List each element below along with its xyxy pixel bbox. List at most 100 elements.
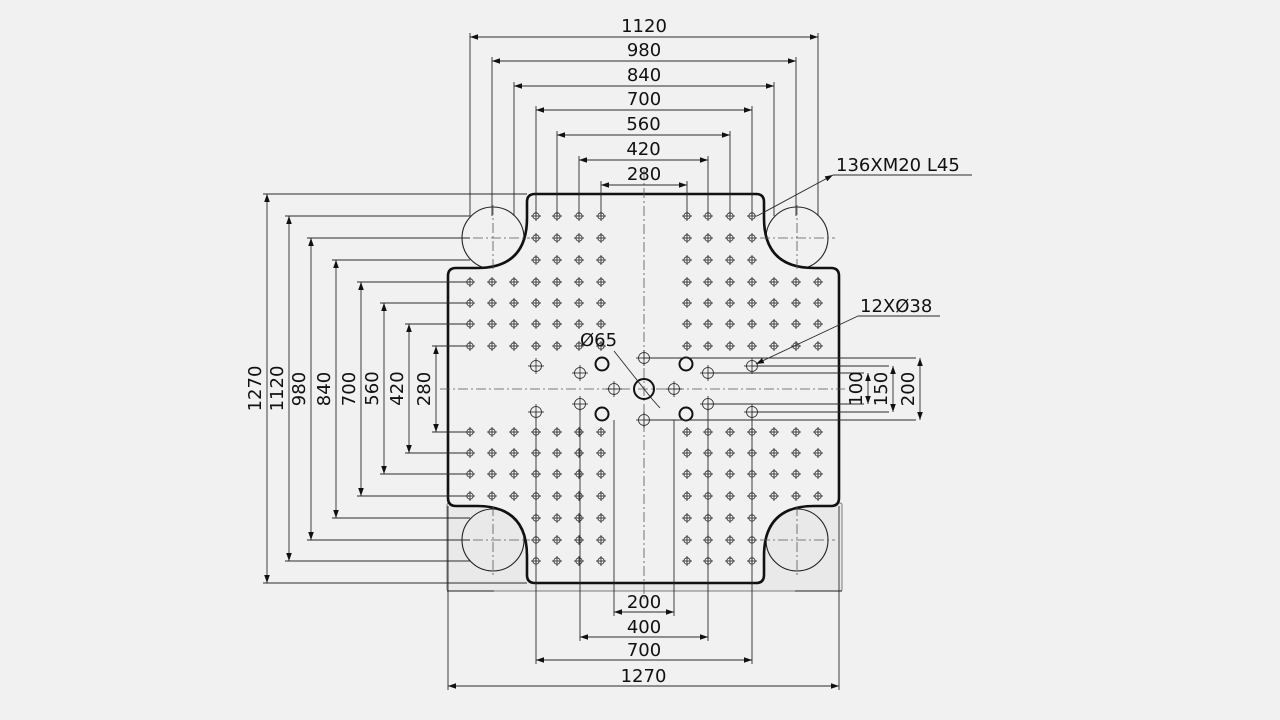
dimension-value: 420 <box>387 371 408 405</box>
tapped-hole <box>682 535 692 545</box>
tapped-hole <box>725 556 735 566</box>
dimension-value: 280 <box>414 372 435 406</box>
left-dimension: 980 <box>289 237 470 541</box>
tapped-hole <box>552 535 562 545</box>
tapped-hole <box>596 319 606 329</box>
dimension-value: 700 <box>339 372 360 406</box>
tapped-hole <box>682 298 692 308</box>
dimension-value: 100 <box>846 371 867 405</box>
tapped-hole <box>813 319 823 329</box>
tapped-hole <box>813 469 823 479</box>
tapped-hole <box>574 448 584 458</box>
tapped-hole <box>552 298 562 308</box>
tapped-hole <box>552 277 562 287</box>
tapped-hole <box>487 298 497 308</box>
tapped-hole <box>552 233 562 243</box>
through-hole <box>606 381 622 397</box>
tapped-hole <box>596 233 606 243</box>
tapped-hole <box>574 427 584 437</box>
tapped-hole <box>509 277 519 287</box>
tapped-hole <box>596 491 606 501</box>
tapped-hole <box>725 427 735 437</box>
tapped-hole <box>531 255 541 265</box>
tapped-hole <box>531 277 541 287</box>
tapped-hole <box>813 427 823 437</box>
tapped-hole <box>596 513 606 523</box>
tapped-hole <box>813 491 823 501</box>
tapped-hole <box>791 427 801 437</box>
dimension-value: 980 <box>289 372 310 406</box>
tapped-hole <box>487 469 497 479</box>
tapped-hole <box>552 491 562 501</box>
tapped-hole <box>596 535 606 545</box>
tapped-hole <box>725 513 735 523</box>
through-hole <box>572 365 588 381</box>
tapped-hole <box>552 469 562 479</box>
dimension-value: 980 <box>627 40 661 61</box>
top-dimension: 280 <box>600 164 688 216</box>
top-dimension: 700 <box>535 89 753 216</box>
tapped-hole <box>552 255 562 265</box>
tapped-hole <box>725 448 735 458</box>
tapped-hole <box>747 319 757 329</box>
tapped-hole <box>596 298 606 308</box>
tapped-hole <box>703 298 713 308</box>
tapped-hole <box>769 491 779 501</box>
dimension-value: 420 <box>626 139 660 160</box>
right-dimension: 100 <box>708 371 871 406</box>
tapped-hole <box>509 319 519 329</box>
tapped-hole <box>769 298 779 308</box>
tapped-hole <box>574 491 584 501</box>
tapped-hole <box>791 448 801 458</box>
tapped-holes-label: 136XM20 L45 <box>836 155 960 176</box>
left-dimension: 280 <box>414 345 470 433</box>
tapped-hole <box>531 233 541 243</box>
bottom-dimension: 400 <box>579 404 709 641</box>
tapped-hole <box>747 277 757 287</box>
tapped-hole <box>791 298 801 308</box>
tapped-hole <box>574 535 584 545</box>
tapped-hole <box>813 298 823 308</box>
tapped-hole <box>725 319 735 329</box>
dimension-value: 200 <box>627 592 661 613</box>
through-hole <box>528 358 544 374</box>
dimension-value: 280 <box>627 164 661 185</box>
tapped-hole <box>769 277 779 287</box>
tapped-hole <box>725 491 735 501</box>
tapped-hole <box>703 233 713 243</box>
tapped-hole <box>682 469 692 479</box>
tapped-hole <box>791 319 801 329</box>
right-dimension: 150 <box>752 365 896 413</box>
tapped-hole <box>747 233 757 243</box>
dimension-value: 840 <box>627 65 661 86</box>
callout-through-holes: 12XØ38 <box>755 296 940 365</box>
through-holes-label: 12XØ38 <box>860 296 932 317</box>
left-dimension: 1270 <box>245 193 527 584</box>
tapped-hole <box>509 491 519 501</box>
tapped-hole <box>509 448 519 458</box>
dimension-value: 700 <box>627 640 661 661</box>
tapped-hole <box>703 319 713 329</box>
center-bore-label: Ø65 <box>580 330 617 351</box>
tapped-hole <box>791 341 801 351</box>
tapped-hole <box>791 277 801 287</box>
tapped-hole <box>703 255 713 265</box>
tapped-hole <box>769 469 779 479</box>
bottom-dimension: 700 <box>535 412 753 664</box>
dimension-value: 1120 <box>621 16 667 37</box>
tapped-hole <box>791 491 801 501</box>
center-lines <box>440 170 845 600</box>
tapped-hole <box>813 448 823 458</box>
top-dimension: 1120 <box>469 16 819 216</box>
left-dimension: 1120 <box>267 215 470 562</box>
tapped-hole <box>509 341 519 351</box>
tapped-hole <box>487 319 497 329</box>
tapped-hole <box>487 491 497 501</box>
tapped-hole <box>747 341 757 351</box>
tapped-hole <box>596 448 606 458</box>
tapped-hole <box>682 319 692 329</box>
